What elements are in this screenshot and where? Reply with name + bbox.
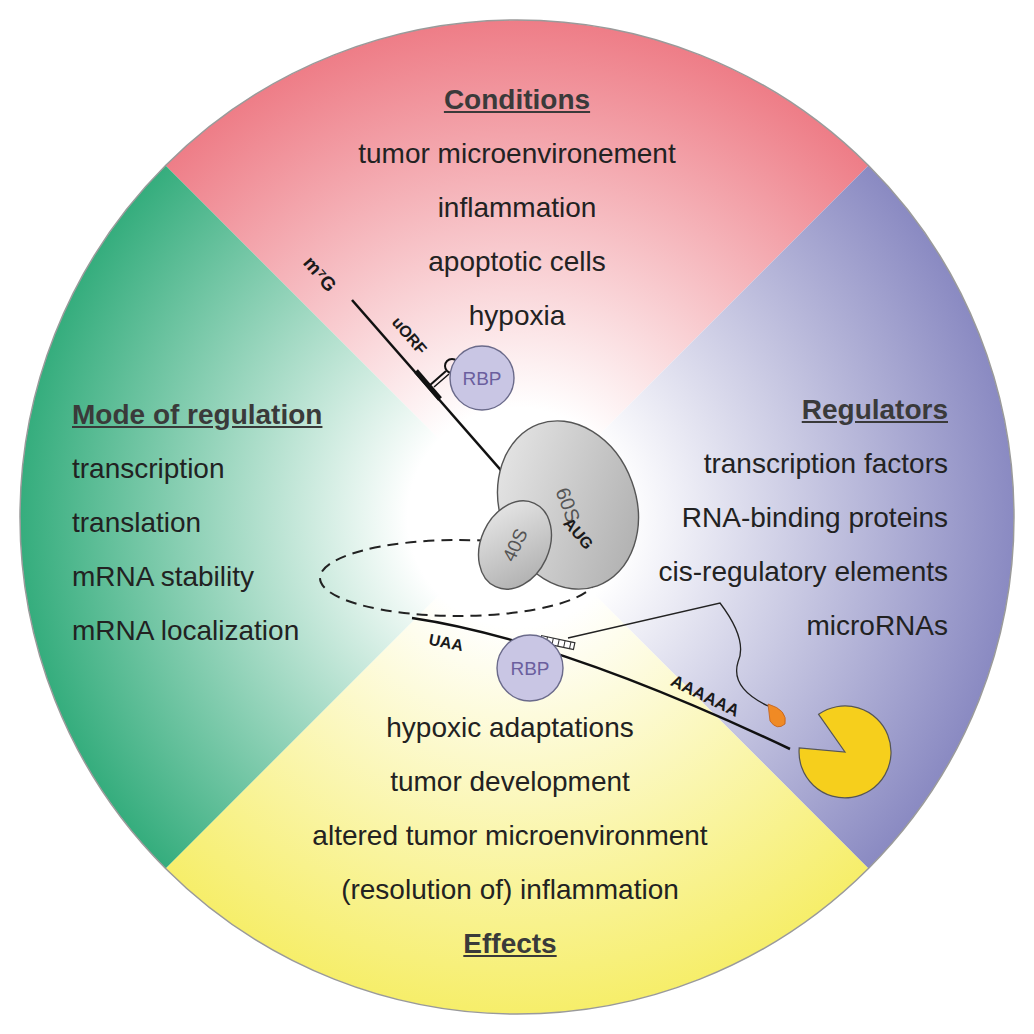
regulators-panel: Regulatorstranscription factorsRNA-bindi… xyxy=(648,383,958,653)
ribosome-subunit: 40S xyxy=(465,495,565,595)
stop-codon-label: UAA xyxy=(427,632,464,654)
section-heading: Regulators xyxy=(802,383,948,437)
list-item: translation xyxy=(72,496,201,550)
list-item: hypoxic adaptations xyxy=(386,701,634,755)
effects-panel: hypoxic adaptationstumor developmentalte… xyxy=(302,701,718,971)
list-item: altered tumor microenvironment xyxy=(312,809,707,863)
list-item: mRNA stability xyxy=(72,550,254,604)
list-item: cis-regulatory elements xyxy=(659,545,948,599)
rna-binding-protein: RBP xyxy=(446,342,518,414)
list-item: (resolution of) inflammation xyxy=(341,863,679,917)
rna-binding-protein: RBP xyxy=(493,631,567,705)
list-item: apoptotic cells xyxy=(428,235,605,289)
microrna-strand xyxy=(568,603,768,706)
nuclease-symbol xyxy=(799,706,891,798)
outer-circle xyxy=(20,20,1014,1014)
list-item: hypoxia xyxy=(469,289,566,343)
section-heading: Conditions xyxy=(444,73,590,127)
list-item: transcription xyxy=(72,442,225,496)
rna-binding-protein-shape xyxy=(450,346,514,410)
list-item: transcription factors xyxy=(704,437,948,491)
start-codon-label: AUG xyxy=(560,515,595,552)
mode-panel: Mode of regulationtranscriptiontranslati… xyxy=(62,388,333,658)
list-item: microRNAs xyxy=(806,599,948,653)
conditions-panel: Conditionstumor microenvironementinflamm… xyxy=(348,73,686,343)
microrna-drop xyxy=(768,704,785,727)
list-item: mRNA localization xyxy=(72,604,299,658)
shape-label: RBP xyxy=(510,659,549,678)
cap-label: m⁷G xyxy=(300,253,340,295)
hairpin-stem xyxy=(434,374,449,387)
list-item: tumor development xyxy=(390,755,630,809)
polya-tail-label: AAAAAA xyxy=(668,672,742,720)
list-item: inflammation xyxy=(438,181,597,235)
shape-label: RBP xyxy=(462,369,501,388)
ribosome-subunit-shape xyxy=(465,489,566,601)
section-heading: Effects xyxy=(463,917,556,971)
list-item: RNA-binding proteins xyxy=(682,491,948,545)
list-item: tumor microenvironement xyxy=(358,127,675,181)
uorf-label: uORF xyxy=(389,314,430,357)
section-heading: Mode of regulation xyxy=(72,388,322,442)
rna-binding-protein-shape xyxy=(497,635,563,701)
